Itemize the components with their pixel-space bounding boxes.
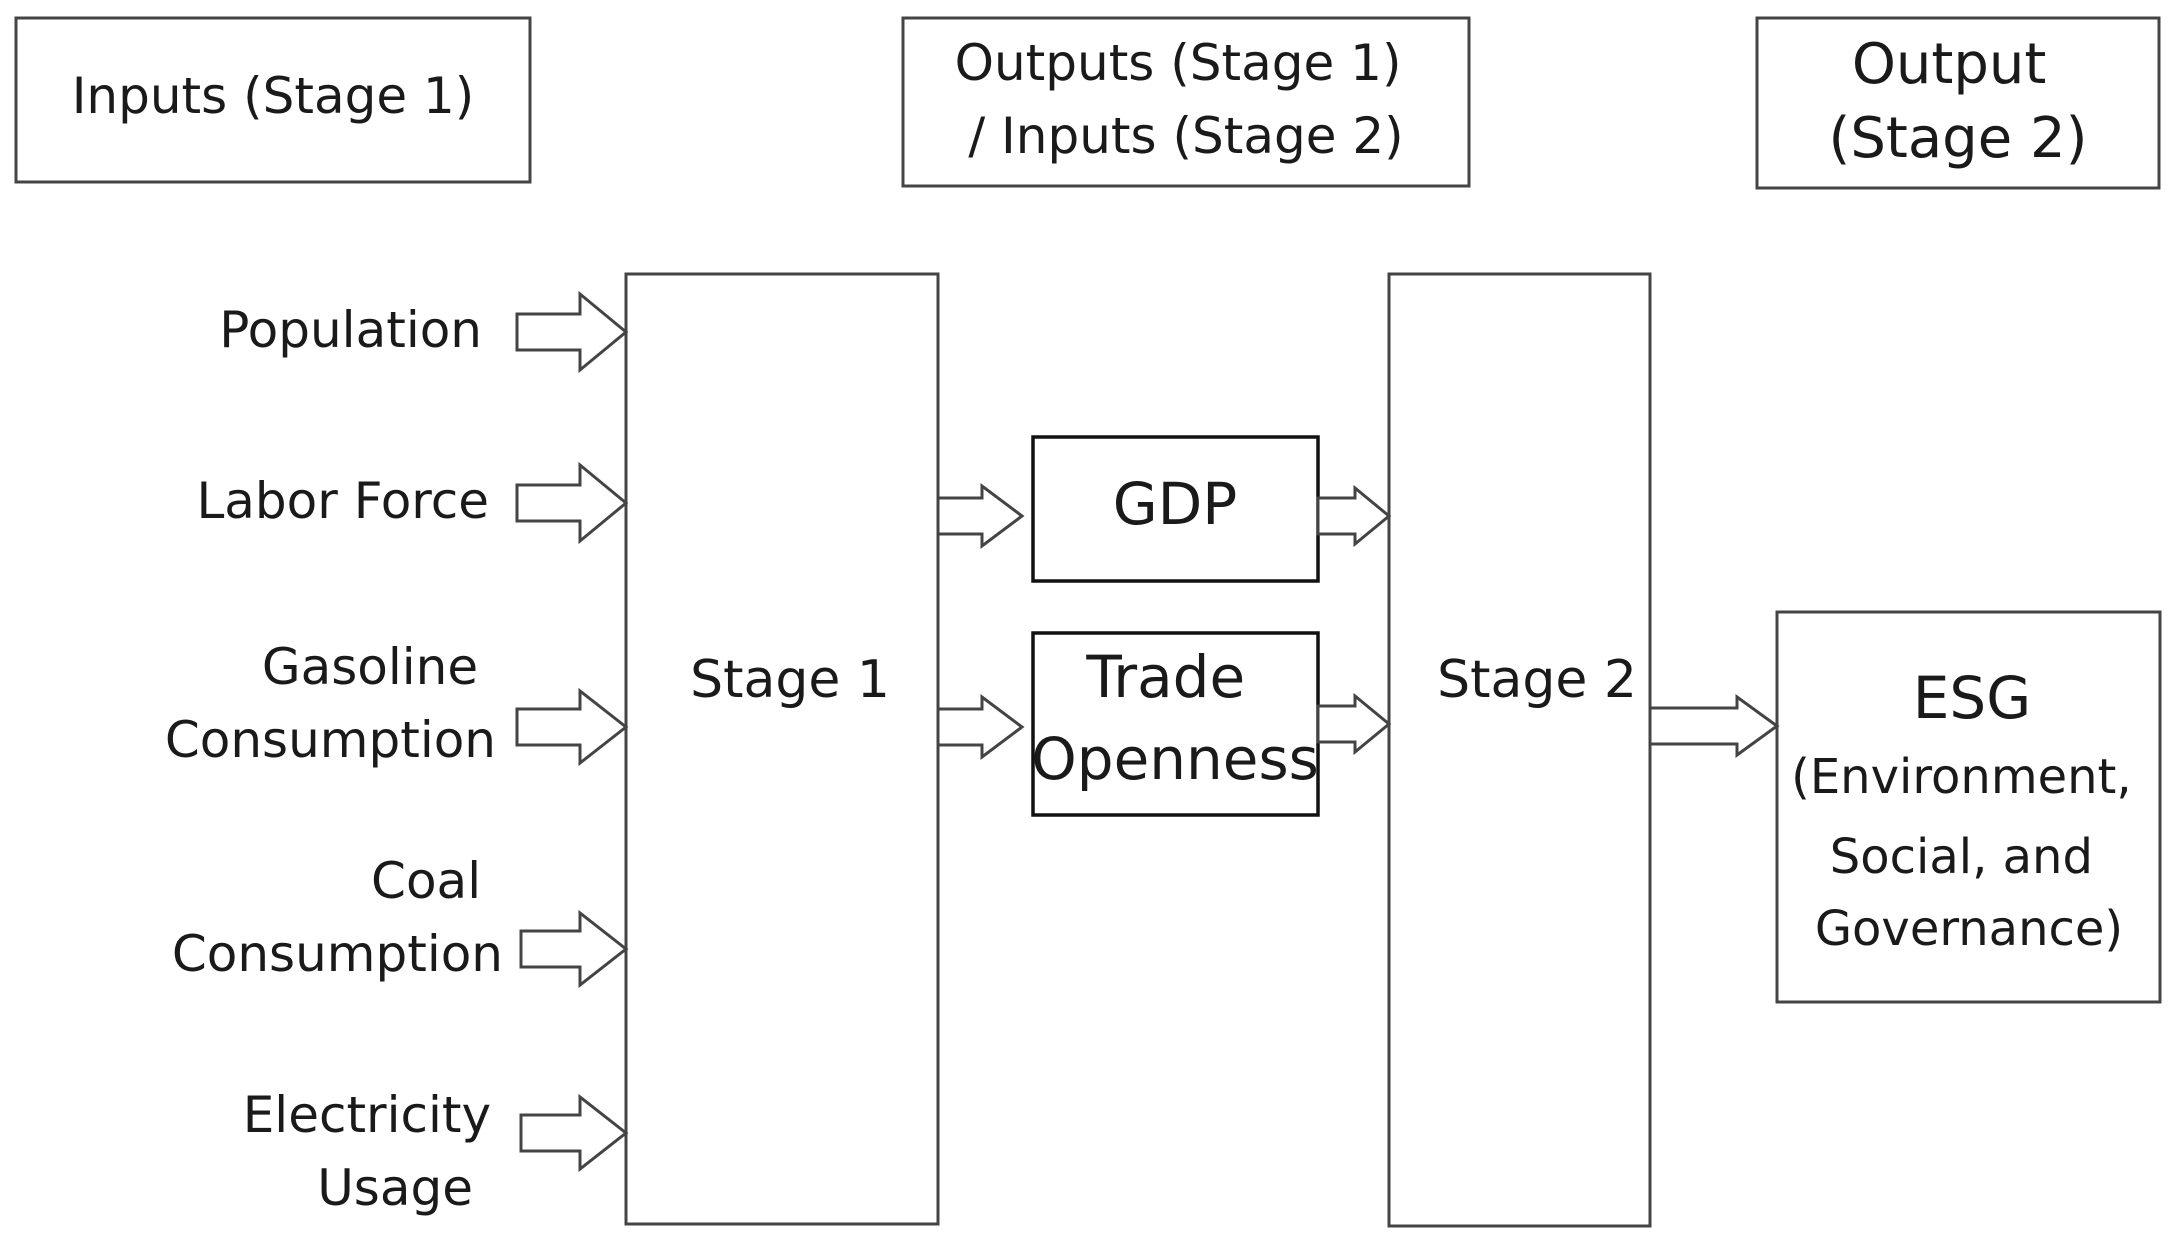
esg-line2: Social, and	[1830, 829, 2093, 885]
trade-openness-line1: Trade	[1085, 643, 1245, 711]
input-coal-line1: Coal	[371, 852, 481, 910]
input-gasoline-line2: Consumption	[165, 711, 496, 769]
esg-line3: Governance)	[1815, 901, 2123, 957]
svg-text:Coal Consumption: Coal Consumption	[172, 852, 503, 983]
stage1-block: Stage 1	[624, 272, 940, 1226]
svg-text:Population: Population	[219, 301, 482, 359]
svg-text:Inputs (Stage 1): Inputs (Stage 1)	[72, 67, 475, 125]
header-output-stage2-line1: Output	[1852, 32, 2047, 97]
svg-text:Trade Openness: Trade Openness	[1031, 643, 1319, 793]
arrow-gasoline	[515, 687, 629, 767]
gdp-box: GDP	[1031, 435, 1320, 583]
arrow-population	[515, 290, 629, 374]
flow-arrows	[515, 290, 1780, 1173]
input-gasoline-line1: Gasoline	[262, 638, 478, 696]
arrow-coal	[519, 909, 629, 989]
header-outputs-inputs: Outputs (Stage 1) / Inputs (Stage 2)	[901, 16, 1471, 188]
header-output-stage2: Output (Stage 2)	[1755, 16, 2161, 190]
arrow-stage1-trade	[936, 694, 1025, 760]
header-outputs-inputs-line2: / Inputs (Stage 2)	[968, 107, 1403, 165]
input-electricity-line2: Usage	[317, 1159, 473, 1217]
input-coal-line2: Consumption	[172, 925, 503, 983]
esg-line1: (Environment,	[1791, 749, 2131, 805]
arrow-labor-force	[515, 461, 629, 545]
trade-openness-line2: Openness	[1031, 725, 1319, 793]
header-inputs-stage1-line1: Inputs (Stage 1)	[72, 67, 475, 125]
svg-text:Electricity Usage: Electricity Usage	[243, 1086, 507, 1217]
svg-text:Output (Stage 2): Output (Stage 2)	[1829, 32, 2088, 171]
gdp-label: GDP	[1113, 470, 1238, 538]
svg-text:Outputs (Stage 1) / Inpu: Outputs (Stage 1) / Inputs (Stage 2)	[955, 34, 1418, 165]
arrow-electricity	[519, 1093, 629, 1173]
stage2-label: Stage 2	[1437, 650, 1637, 710]
esg-title: ESG	[1913, 664, 2031, 732]
trade-openness-box: Trade Openness	[1031, 631, 1320, 817]
esg-box: ESG (Environment, Social, and Governance…	[1775, 610, 2162, 1004]
header-inputs-stage1: Inputs (Stage 1)	[14, 16, 532, 184]
header-outputs-inputs-line1: Outputs (Stage 1)	[955, 34, 1402, 92]
input-population-label: Population	[219, 301, 482, 359]
svg-text:(Environment, Social, an: (Environment, Social, and Governance)	[1791, 749, 2147, 957]
arrow-stage2-esg	[1648, 694, 1780, 758]
arrow-trade-stage2	[1316, 692, 1392, 756]
input-electricity-line1: Electricity	[243, 1086, 491, 1144]
header-output-stage2-line2: (Stage 2)	[1829, 106, 2088, 171]
arrow-stage1-gdp	[936, 483, 1025, 549]
stage1-label: Stage 1	[690, 650, 890, 710]
svg-text:Labor Force: Labor Force	[196, 472, 489, 530]
stage2-block: Stage 2	[1387, 272, 1652, 1228]
arrow-gdp-stage2	[1316, 484, 1392, 548]
input-labor-force-label: Labor Force	[196, 472, 489, 530]
svg-text:Gasoline Consumption: Gasoline Consumption	[165, 638, 496, 769]
